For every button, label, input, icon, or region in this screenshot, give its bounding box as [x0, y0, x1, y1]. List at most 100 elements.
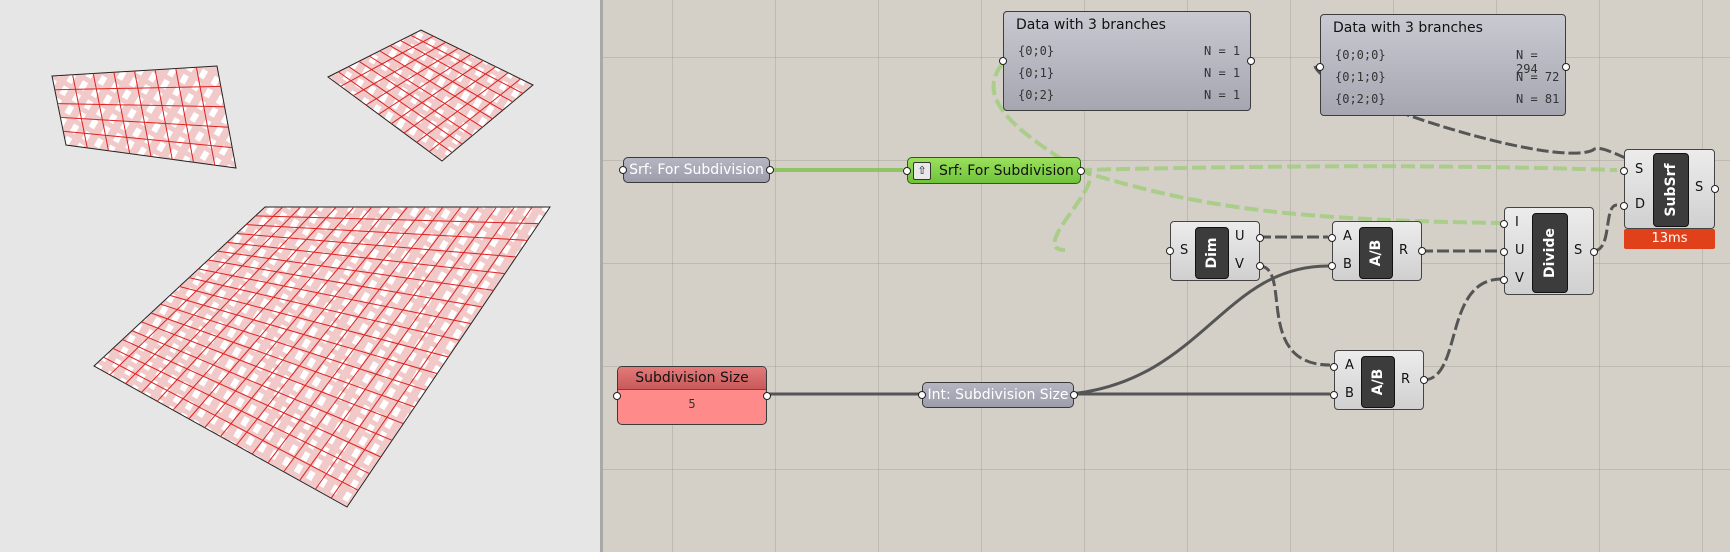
divide-i-grip[interactable]: [1500, 220, 1508, 228]
int-param[interactable]: Int: Subdivision Size: [918, 382, 1078, 408]
grid-line: [141, 206, 319, 393]
grid-line: [154, 69, 173, 160]
panel-row-count: N = 294: [1516, 48, 1538, 76]
srf-param-output-grip[interactable]: [766, 166, 774, 174]
rhino-viewport[interactable]: [0, 0, 600, 552]
div-output-r: R: [1399, 243, 1409, 258]
divide-domain-component[interactable]: I U V Divide S: [1500, 207, 1598, 295]
grid-line: [391, 60, 484, 125]
grid-line: [125, 206, 301, 384]
data-panel-1[interactable]: Data with 3 branches {0;0} N = 1 {0;1} N…: [999, 11, 1255, 111]
panel-output-grip[interactable]: [1562, 63, 1570, 71]
wire-green-to-divide: [1077, 168, 1502, 225]
grid-line: [195, 67, 216, 166]
panel-row-count: N = 1: [1204, 88, 1241, 102]
grid-line: [340, 35, 434, 87]
srf-param-input-grip[interactable]: [619, 166, 627, 174]
wire-div2-to-divide: [1422, 277, 1502, 382]
dim-v-grip[interactable]: [1256, 262, 1264, 270]
data-panel-2[interactable]: Data with 3 branches {0;0;0} N = 294 {0;…: [1316, 14, 1570, 116]
panel-row-count: N = 72: [1516, 70, 1560, 84]
subsurface-component[interactable]: S D SubSrf S: [1620, 149, 1719, 229]
divide-output-s: S: [1574, 243, 1583, 258]
div-output-r: R: [1401, 372, 1411, 387]
panel-input-grip[interactable]: [1316, 63, 1324, 71]
grasshopper-canvas[interactable]: Data with 3 branches {0;0} N = 1 {0;1} N…: [603, 0, 1730, 552]
grid-line: [113, 72, 131, 154]
divide-u-grip[interactable]: [1500, 248, 1508, 256]
panel-row-count: N = 81: [1516, 92, 1560, 106]
divide-s-grip[interactable]: [1590, 248, 1598, 256]
grid-line: [54, 85, 221, 91]
div-a-grip[interactable]: [1330, 363, 1338, 371]
viewport-geometry: [51, 29, 551, 508]
grid-line: [72, 74, 88, 148]
dim-u-grip[interactable]: [1256, 234, 1264, 242]
green-param-output-grip[interactable]: [1077, 167, 1085, 175]
grid-line: [57, 103, 225, 108]
grid-line: [353, 41, 447, 97]
panel-row-count: N = 1: [1204, 44, 1241, 58]
division-component-1[interactable]: A B A/B R: [1328, 221, 1426, 281]
wire-divide-to-subsrf: [1592, 203, 1618, 253]
grid-line: [267, 206, 462, 464]
surface-small-left: [51, 65, 237, 169]
panel-row-path: {0;2}: [1018, 88, 1055, 102]
slider-value[interactable]: 5: [688, 397, 696, 411]
grid-line: [330, 206, 533, 499]
div-b-grip[interactable]: [1330, 391, 1338, 399]
panel-title: Data with 3 branches: [1333, 20, 1483, 36]
slider-output-grip[interactable]: [763, 392, 771, 400]
slider-input-grip[interactable]: [613, 392, 621, 400]
grid-line: [60, 116, 229, 128]
grid-line: [204, 206, 391, 429]
divide-v-grip[interactable]: [1500, 276, 1508, 284]
div-a-grip[interactable]: [1328, 234, 1336, 242]
grid-line: [365, 47, 459, 106]
div-b-grip[interactable]: [1328, 262, 1336, 270]
div-core: A/B: [1359, 227, 1393, 279]
internalised-data-icon: ⇧: [913, 161, 931, 180]
subsrf-output-grip[interactable]: [1711, 185, 1719, 193]
grid-line: [134, 70, 152, 157]
div-input-a: A: [1343, 229, 1352, 244]
green-param-input-grip[interactable]: [903, 167, 911, 175]
dim-input-s: S: [1180, 243, 1189, 258]
subsrf-d-grip[interactable]: [1620, 202, 1628, 210]
grid-line: [235, 206, 426, 446]
surface-small-right: [327, 29, 534, 162]
number-slider[interactable]: Subdivision Size 5: [613, 366, 771, 425]
wire-green-to-subsrf: [1077, 164, 1618, 172]
grid-line: [175, 68, 194, 163]
wire-int-to-div1b: [1070, 264, 1329, 396]
divide-core: Divide: [1532, 213, 1568, 293]
subsrf-input-d: D: [1635, 197, 1646, 212]
grid-line: [220, 206, 408, 437]
div-input-b: B: [1343, 257, 1352, 272]
division-component-2[interactable]: A B A/B R: [1330, 350, 1428, 410]
grid-line: [172, 206, 355, 411]
srf-param-label: Srf: For Subdivision: [629, 162, 764, 178]
div-r-grip[interactable]: [1420, 376, 1428, 384]
viewport-splitter[interactable]: [600, 0, 603, 552]
grid-line: [338, 71, 453, 153]
grid-line: [63, 130, 233, 149]
dim-input-grip[interactable]: [1166, 247, 1174, 255]
int-param-input-grip[interactable]: [918, 391, 926, 399]
srf-param-selected[interactable]: ⇧ Srf: For Subdivision: [903, 157, 1085, 184]
panel-input-grip[interactable]: [999, 57, 1007, 65]
grid-line: [109, 206, 284, 376]
grid-line: [410, 34, 524, 94]
grid-line: [379, 50, 493, 120]
grid-line: [188, 206, 373, 420]
int-param-output-grip[interactable]: [1070, 391, 1078, 399]
subsrf-s-grip[interactable]: [1620, 167, 1628, 175]
panel-row-count: N = 1: [1204, 66, 1241, 80]
panel-title: Data with 3 branches: [1016, 17, 1166, 33]
dimensions-component[interactable]: S Dim U V: [1166, 221, 1264, 281]
grid-line: [403, 66, 496, 134]
srf-param[interactable]: Srf: For Subdivision: [619, 157, 774, 183]
panel-output-grip[interactable]: [1247, 57, 1255, 65]
div-r-grip[interactable]: [1418, 247, 1426, 255]
panel-row-path: {0;0;0}: [1335, 48, 1386, 62]
